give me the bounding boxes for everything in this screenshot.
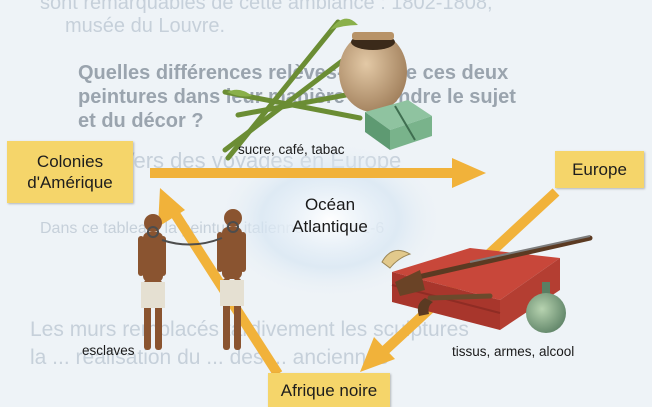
goods-label-slaves: esclaves xyxy=(82,343,135,358)
enslaved-figure-icon xyxy=(138,214,166,350)
ocean-label: Océan Atlantique xyxy=(265,194,395,238)
goods-label-colonial: sucre, café, tabac xyxy=(238,142,345,157)
node-afrique-noire: Afrique noire xyxy=(268,373,390,407)
jug-icon xyxy=(339,32,407,112)
goods-label-european: tissus, armes, alcool xyxy=(452,344,574,359)
node-europe: Europe xyxy=(555,151,644,188)
node-colonies-amerique: Colonies d'Amérique xyxy=(7,141,133,203)
